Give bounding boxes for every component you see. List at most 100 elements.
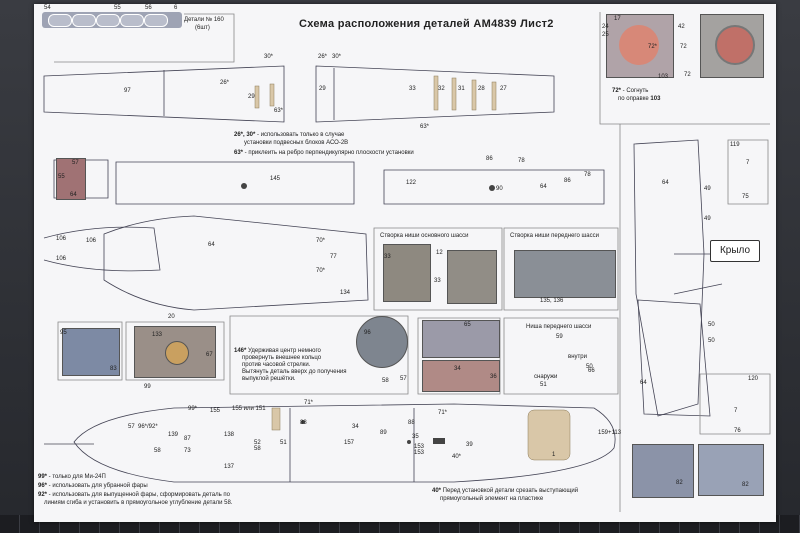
part-number: 63* <box>420 124 430 130</box>
badge-num: 6 <box>174 5 178 11</box>
part-number: 135, 136 <box>540 298 564 304</box>
ring-note: 146* Удерживая центр немного <box>234 348 321 354</box>
part-number: 57 <box>400 376 407 382</box>
bomb-note: 26*, 30* - использовать только в случае <box>234 132 345 138</box>
part-number: 35 <box>412 434 419 440</box>
part-number: 50 <box>586 364 593 370</box>
nose-gear-photo <box>514 250 616 298</box>
gear-bay-photo-2 <box>422 360 500 392</box>
main-gear-photo-2 <box>447 250 497 304</box>
lamp2-note: 92* - использовать для выпущенной фары, … <box>38 492 230 498</box>
mi24-note: 99* - только для Ми-24П <box>38 474 106 480</box>
badge-num: 55 <box>114 5 121 11</box>
part-number: 7 <box>746 160 750 166</box>
part-number: 90 <box>496 186 503 192</box>
part-number: 99 <box>144 384 151 390</box>
part-number: 99* <box>188 406 198 412</box>
cut-note-2: прямоугольный элемент на пластике <box>440 496 544 502</box>
parts-unit: (6шт) <box>195 25 210 31</box>
part-number: 153 <box>414 450 425 456</box>
part-number: 7 <box>734 408 738 414</box>
part-number: 58 <box>154 448 161 454</box>
part-number: 153 <box>414 444 425 450</box>
part-number: 64 <box>640 380 647 386</box>
part-number: 30* <box>332 54 342 60</box>
part-number: 71* <box>438 410 448 416</box>
part-number: 157 <box>344 440 355 446</box>
badge-num: 56 <box>145 5 152 11</box>
inside-label: внутри <box>568 354 587 360</box>
part-number: 106 <box>56 256 67 262</box>
part-number: 88 <box>300 420 307 426</box>
part-number: 137 <box>224 464 235 470</box>
part-number: 64 <box>662 180 669 186</box>
part-number: 122 <box>406 180 417 186</box>
part-number: 50 <box>708 322 715 328</box>
part-number: 106 <box>56 236 67 242</box>
gear-bay-photo <box>422 320 500 358</box>
cockpit-detail-photo <box>62 328 120 376</box>
part-number: 72 <box>684 72 691 78</box>
part-number: 82 <box>676 480 683 486</box>
part-number: 119 <box>730 142 740 148</box>
nose-gear-door-caption: Створка ниши переднего шасси <box>510 233 599 239</box>
bend-note-2: по оправке 103 <box>618 96 661 102</box>
part-number: 95 <box>60 330 67 336</box>
ring-note-3: против часовой стрелки. <box>242 362 311 368</box>
part-number: 24 <box>602 24 609 30</box>
part-number: 58 <box>254 446 261 452</box>
part-number: 65 <box>464 322 471 328</box>
part-number: 26* <box>220 80 230 86</box>
part-number: 27 <box>500 86 507 92</box>
part-number: 67 <box>206 352 213 358</box>
part-number: 64 <box>540 184 547 190</box>
bomb-note-2: установки подвесных блоков АСО-2В <box>244 140 349 146</box>
part-number: 88 <box>408 420 415 426</box>
part-number: 29 <box>248 94 255 100</box>
main-gear-door-caption: Створка ниши основного шасси <box>380 233 469 239</box>
part-number: 30* <box>264 54 274 60</box>
part-number: 34 <box>352 424 359 430</box>
grille-photo <box>356 316 408 368</box>
part-number: 78 <box>518 158 525 164</box>
part-number: 155 или 151 <box>232 406 266 412</box>
part-number: 96 <box>364 330 371 336</box>
ring-note-2: провернуть внешнее кольцо <box>242 355 322 361</box>
part-number: 96*/92* <box>138 424 158 430</box>
part-number: 33 <box>434 278 441 284</box>
part-number: 73 <box>184 448 191 454</box>
part-number: 78 <box>584 172 591 178</box>
part-number: 57 <box>128 424 135 430</box>
instruction-sheet: 54 55 56 6 Детали № 160 (6шт) Схема расп… <box>34 4 776 522</box>
part-number: 49 <box>704 186 711 192</box>
wing-caption: Крыло <box>710 240 760 262</box>
part-number: 32 <box>438 86 445 92</box>
part-number: 72 <box>680 44 687 50</box>
assembly-drawing <box>43 12 771 512</box>
part-number: 42 <box>678 24 685 30</box>
part-number: 120 <box>748 376 759 382</box>
sheet-title: Схема расположения деталей АМ4839 Лист2 <box>299 18 554 30</box>
engine-photo <box>632 444 694 498</box>
parts-label: Детали № 160 <box>184 17 224 23</box>
ring-note-4: Вытянуть деталь вверх до получения <box>242 369 347 375</box>
part-number: 49 <box>704 216 711 222</box>
part-number: 36 <box>490 374 497 380</box>
cut-note: 40* Перед установкой детали срезать выст… <box>432 488 579 494</box>
part-number: 83 <box>110 366 117 372</box>
part-number: 12 <box>436 250 443 256</box>
parts-badge: 54 55 56 6 <box>42 5 182 28</box>
part-number: 145 <box>270 176 281 182</box>
part-number: 75 <box>742 194 749 200</box>
part-number: 103 <box>658 74 669 80</box>
part-number: 86 <box>564 178 571 184</box>
outside-label: снаружи <box>534 374 558 380</box>
part-number: 33 <box>409 86 416 92</box>
part-number: 50 <box>708 338 715 344</box>
part-number: 86 <box>486 156 493 162</box>
part-number: 138 <box>224 432 235 438</box>
wheel-photo <box>698 444 764 496</box>
part-number: 70* <box>316 238 326 244</box>
bend-note: 72* - Согнуть <box>612 88 649 94</box>
part-number: 51 <box>540 382 547 388</box>
